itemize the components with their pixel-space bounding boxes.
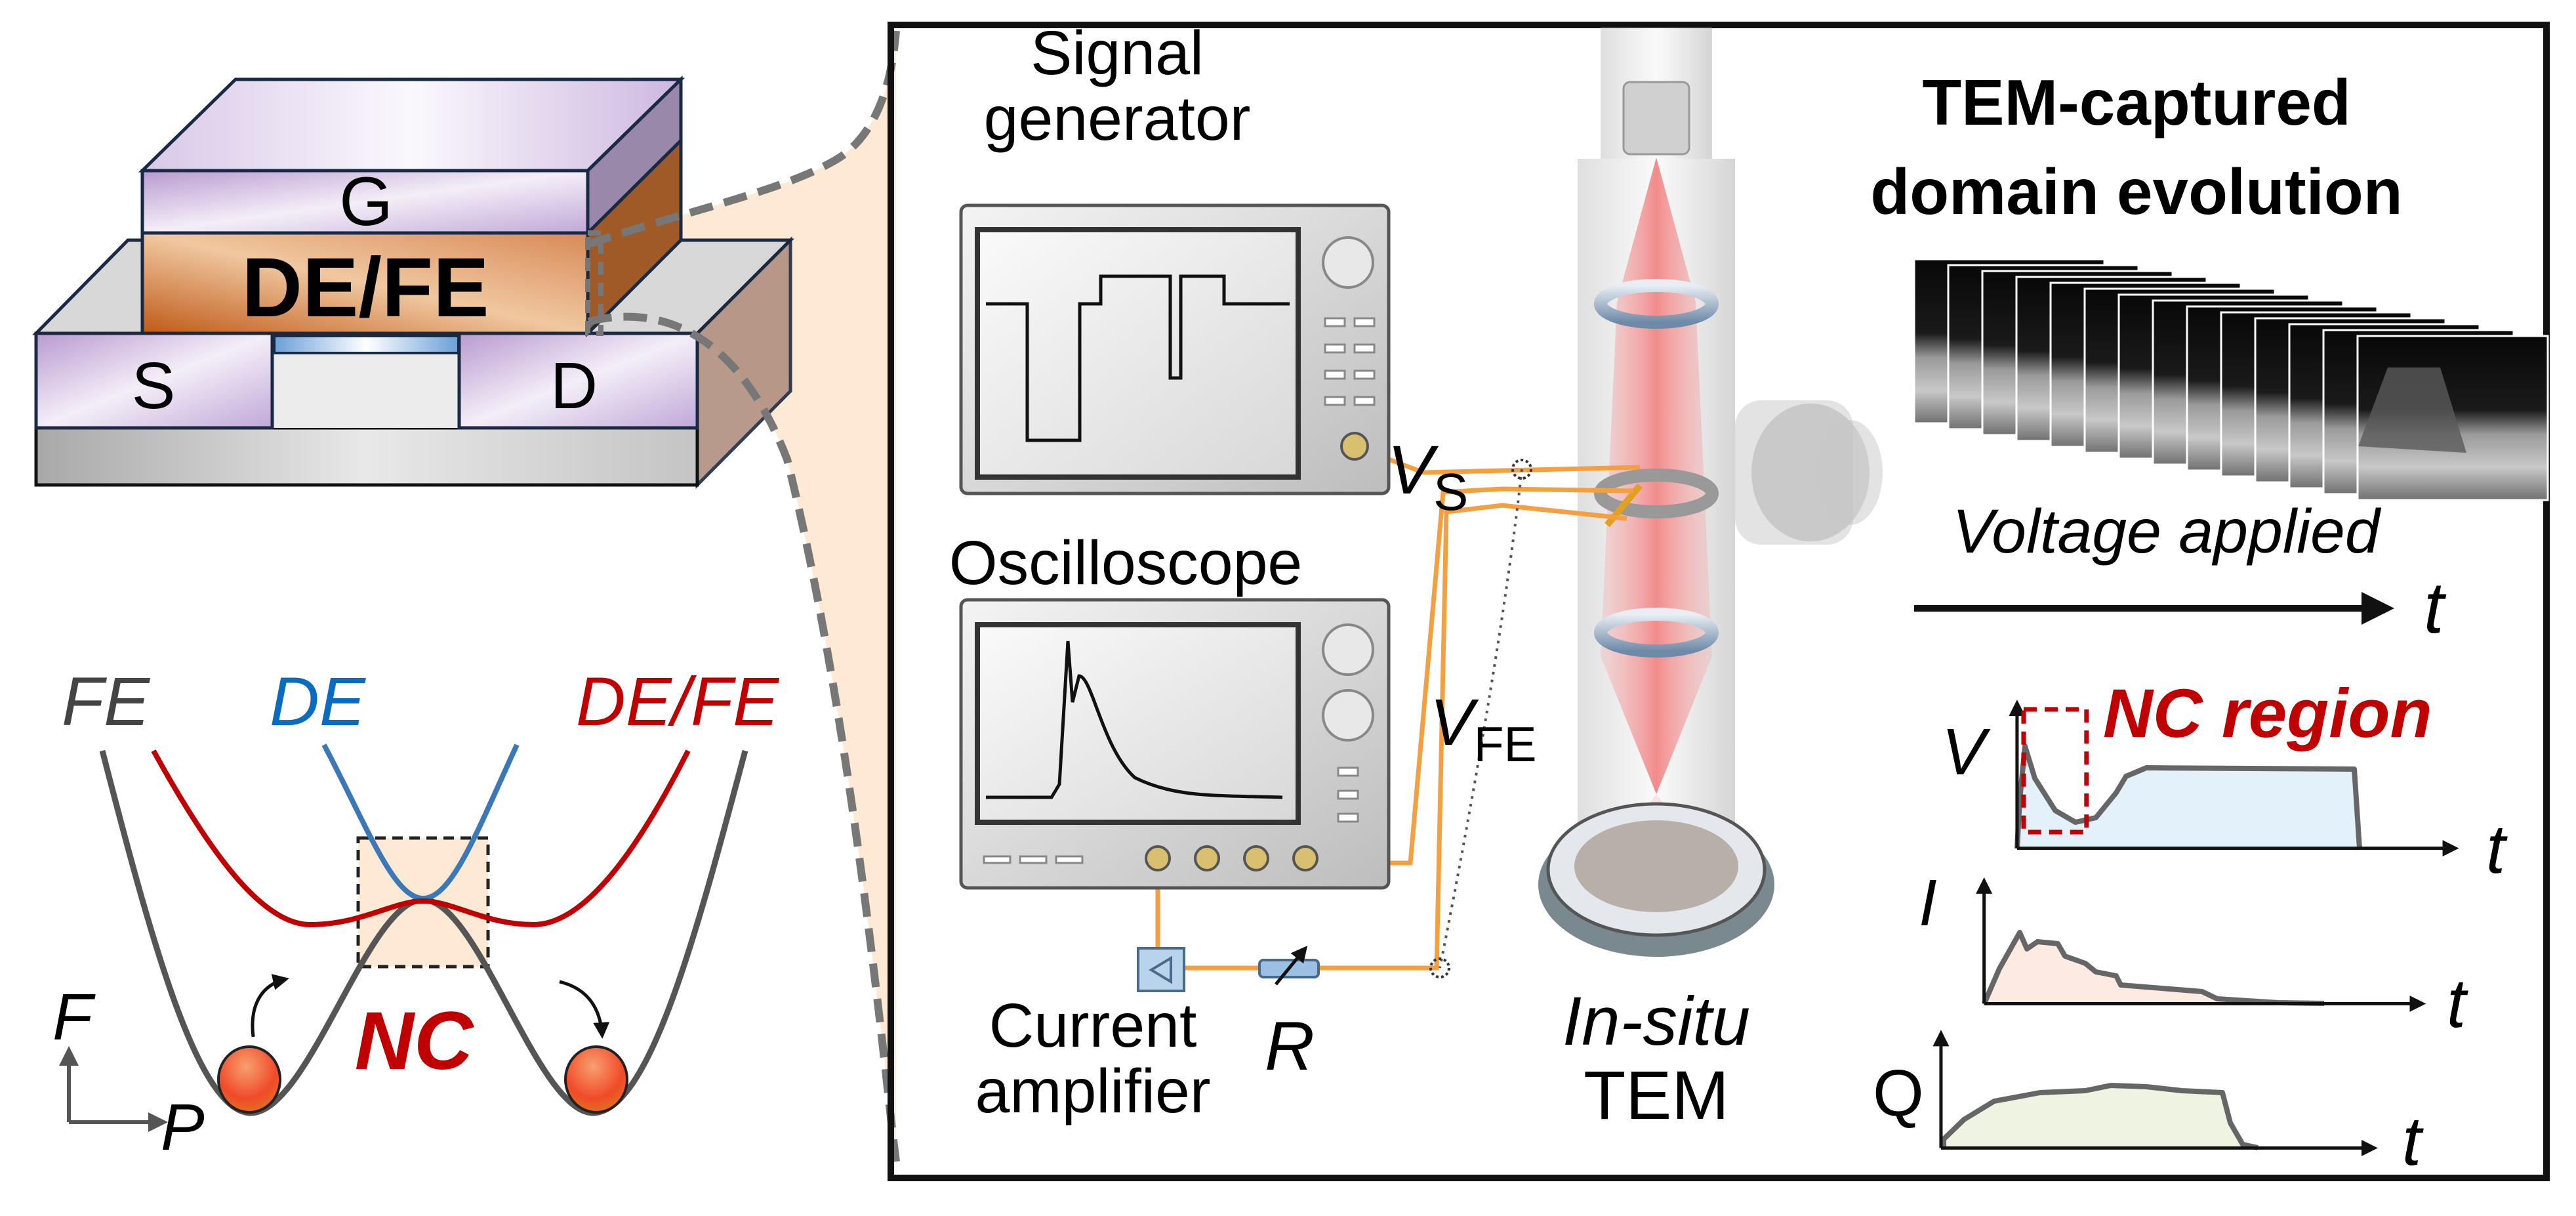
tem-panel-title-2: domain evolution — [1870, 156, 2402, 228]
signal-generator-knob — [1322, 236, 1374, 289]
current-amplifier-label-2: amplifier — [975, 1057, 1211, 1126]
zoom-box-outline — [585, 230, 603, 336]
resistor-label: R — [1265, 1008, 1315, 1085]
electron-gun — [1622, 81, 1690, 156]
v-axis-label: V — [1942, 715, 1991, 789]
amplifier-symbol — [1149, 955, 1172, 984]
vs-sub: S — [1433, 463, 1468, 521]
defe-curve — [151, 749, 691, 928]
signal-generator-title-2: generator — [984, 84, 1251, 154]
source-label: S — [132, 349, 176, 423]
signal-generator-title-1: Signal — [1031, 18, 1204, 88]
q-axis-label: Q — [1873, 1057, 1924, 1130]
voltage-trace-fill — [2017, 746, 2360, 849]
i-axis-label: I — [1919, 866, 1937, 940]
tem-label-insitu: In-situ — [1563, 983, 1750, 1060]
probe-node-bottom — [1429, 957, 1450, 978]
variable-resistor-arrow — [1275, 946, 1308, 986]
charge-trace-fill — [1944, 1085, 2258, 1148]
axis-p-label: P — [161, 1091, 205, 1164]
polarization-ball-left — [217, 1045, 281, 1114]
probe-dotted-line — [1439, 469, 1523, 969]
oscilloscope-buttons — [983, 766, 1359, 864]
tem-side-knob-2 — [1817, 420, 1883, 525]
oscilloscope-title: Oscilloscope — [949, 528, 1303, 598]
polarization-ball-right — [564, 1045, 628, 1114]
electron-beam-lower — [1601, 656, 1712, 794]
energy-landscape: FE DE DE/FE NC F P — [52, 663, 780, 1164]
nc-region-box — [2021, 707, 2089, 835]
zoom-line-top — [587, 30, 900, 248]
oscilloscope-connectors — [1145, 845, 1319, 871]
lens-ring-1 — [1594, 279, 1719, 329]
current-trace-fill — [1984, 933, 2324, 1003]
tem-label: TEM — [1584, 1057, 1729, 1134]
fe-label: FE — [62, 663, 151, 740]
nc-label: NC — [355, 996, 474, 1087]
vfe-label: VFE — [1430, 686, 1537, 772]
signal-output-connector — [1340, 432, 1369, 461]
specimen-ring — [1594, 469, 1719, 518]
axis-f-label: F — [52, 980, 96, 1054]
vs-label: VS — [1387, 432, 1468, 521]
current-trace-line — [1982, 930, 2325, 1006]
signal-generator-screen — [975, 227, 1301, 480]
current-amplifier-label-1: Current — [989, 991, 1197, 1060]
tem-frame-stack — [1913, 258, 2549, 501]
tem-panel-title-1: TEM-captured — [1922, 66, 2350, 138]
in-situ-tem: In-situ TEM — [1538, 28, 1883, 1134]
oscilloscope-knob-2 — [1322, 689, 1374, 742]
nc-region-label: NC region — [2103, 675, 2432, 752]
channel-layer — [273, 335, 460, 354]
source-electrode — [34, 331, 274, 430]
gate-electrode — [140, 169, 590, 235]
setup-panel — [888, 22, 2550, 1181]
stack-label: DE/FE — [242, 241, 489, 335]
probe-node-top — [1511, 459, 1532, 480]
vs-main: V — [1387, 432, 1439, 509]
oscilloscope-knob-1 — [1322, 623, 1374, 676]
time-arrow-label: t — [2424, 568, 2447, 648]
current-transient-trace — [986, 640, 1283, 799]
oscilloscope-screen — [975, 622, 1301, 825]
vfe-main: V — [1430, 686, 1479, 759]
signal-generator-buttons — [1324, 317, 1376, 406]
q-time-label: t — [2402, 1103, 2424, 1180]
zoom-line-bottom — [587, 312, 900, 1162]
v-time-label: t — [2486, 811, 2508, 888]
square-waveform — [986, 274, 1290, 442]
i-time-label: t — [2447, 965, 2468, 1042]
waveform-plots — [1932, 700, 2459, 1156]
wire-resistor — [1184, 503, 1627, 971]
curved-arrow-up-icon — [251, 974, 289, 1038]
substrate-front — [34, 426, 699, 487]
current-amplifier-icon — [1137, 947, 1185, 992]
oscilloscope: Oscilloscope — [949, 528, 1391, 890]
curved-arrow-down-icon — [559, 980, 610, 1039]
defe-label: DE/FE — [576, 663, 780, 740]
charge-trace-line — [1941, 1083, 2259, 1150]
wiring — [1155, 444, 1641, 978]
domain-feature — [2358, 367, 2466, 453]
voltage-applied-label: Voltage applied — [1952, 497, 2382, 566]
drain-label: D — [550, 349, 598, 423]
gate-label: G — [339, 163, 393, 240]
de-label: DE — [270, 663, 367, 740]
viewing-screen-image — [1574, 820, 1738, 912]
transistor-device: G DE/FE S D — [32, 75, 795, 490]
vfe-sub: FE — [1474, 717, 1537, 772]
lens-ring-2 — [1594, 608, 1719, 658]
signal-generator: Signal generator VS — [959, 18, 1468, 521]
